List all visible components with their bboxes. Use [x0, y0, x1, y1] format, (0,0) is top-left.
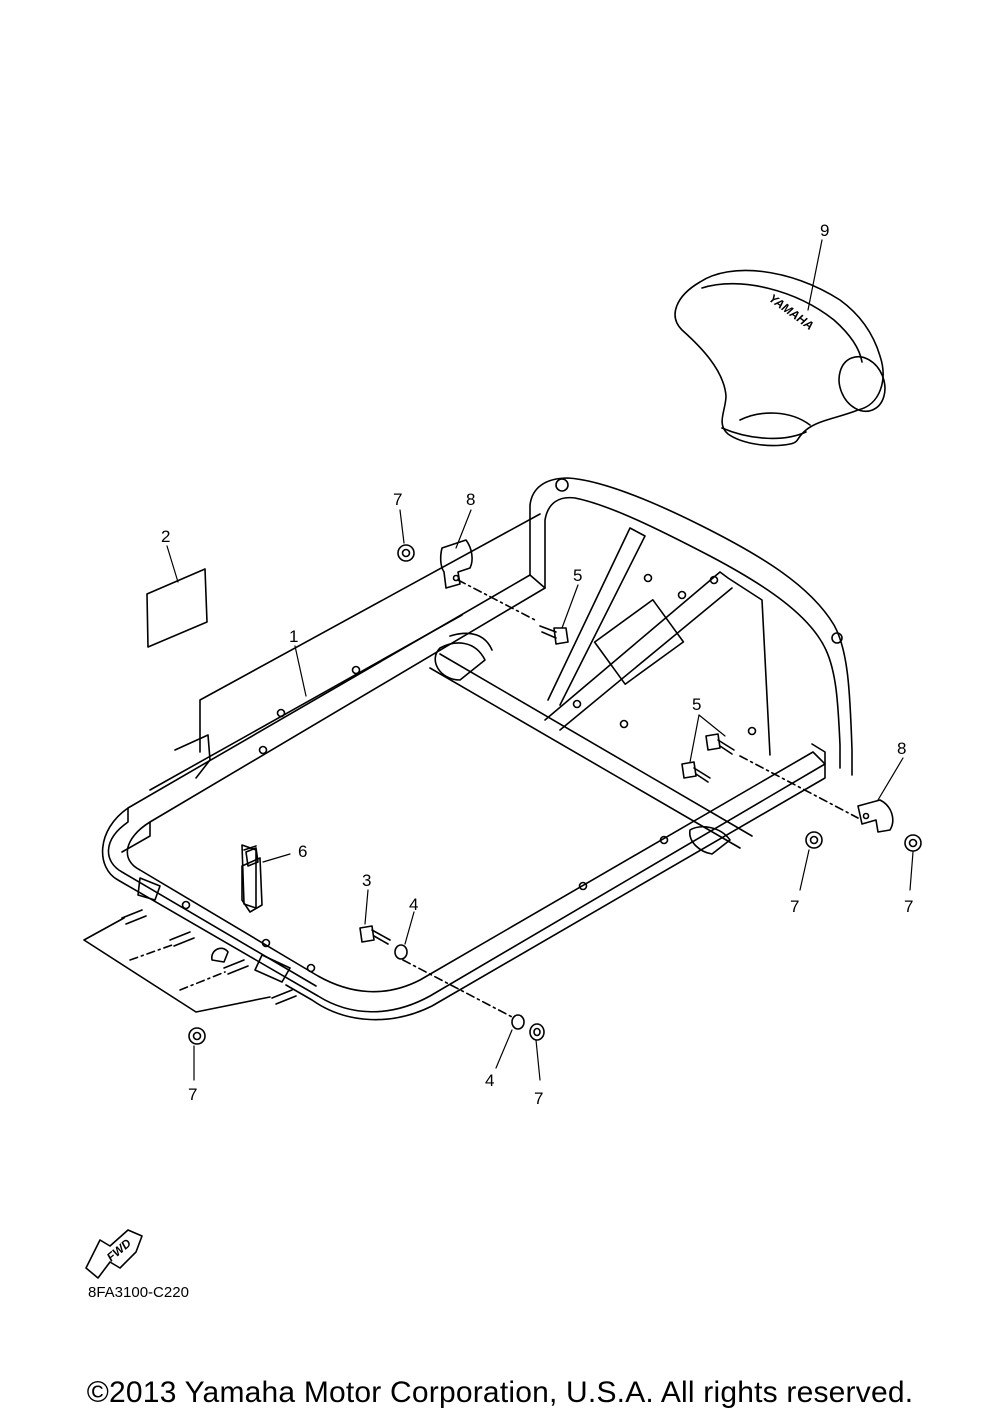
- diagram-code: 8FA3100-C220: [88, 1284, 189, 1301]
- bolt-3-part: [359, 925, 391, 945]
- nut-7-right-outer: [904, 834, 922, 852]
- callout-6: 6: [298, 842, 307, 861]
- callout-8-right: 8: [897, 739, 906, 758]
- nut-7-right-inner: [805, 831, 823, 849]
- callout-9: 9: [820, 221, 829, 240]
- label-sheet-part: [146, 568, 208, 648]
- clip-8-right: [857, 799, 894, 833]
- washer-4-lower: [511, 1014, 525, 1030]
- callout-7-right-inner: 7: [790, 897, 799, 916]
- fwd-arrow-icon: [85, 1229, 143, 1279]
- callout-1: 1: [289, 627, 298, 646]
- callout-2: 2: [161, 527, 170, 546]
- stud-group: [83, 909, 297, 1013]
- steering-cover-part: YAMAHA: [674, 269, 886, 447]
- callout-8-upper: 8: [466, 490, 475, 509]
- callout-4-upper: 4: [409, 895, 418, 914]
- nut-7-upper: [397, 544, 415, 562]
- copyright-notice: ©2013 Yamaha Motor Corporation, U.S.A. A…: [86, 1376, 914, 1409]
- clip-8-upper: [439, 539, 473, 589]
- bolts-5-right: [681, 733, 735, 783]
- callout-4-lower: 4: [485, 1071, 494, 1090]
- frame-part: [101, 477, 853, 1021]
- callout-7-bottom-center: 7: [534, 1089, 543, 1108]
- nut-7-bottom-center: [529, 1023, 545, 1041]
- callout-3: 3: [362, 871, 371, 890]
- callout-5-right: 5: [692, 695, 701, 714]
- nut-7-bottom-left: [188, 1027, 206, 1045]
- callout-7-upper: 7: [393, 490, 402, 509]
- callout-7-right-outer: 7: [904, 897, 913, 916]
- washer-4-upper: [394, 944, 408, 960]
- clip-part: [241, 847, 263, 913]
- cover-brand-text: YAMAHA: [766, 291, 816, 333]
- callout-5-upper: 5: [573, 566, 582, 585]
- bolt-5-upper: [539, 625, 569, 645]
- callout-7-bottom-left: 7: [188, 1085, 197, 1104]
